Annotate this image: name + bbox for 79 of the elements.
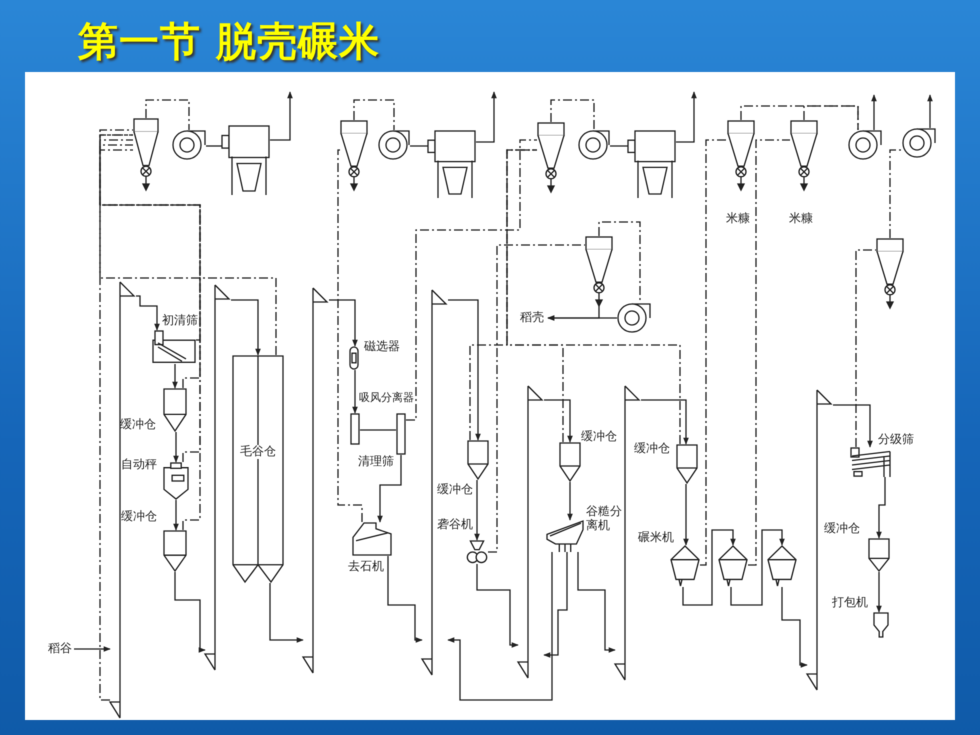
air-duct-line	[99, 139, 201, 388]
connector-line	[610, 145, 628, 147]
air-duct-line	[99, 134, 277, 355]
equipment-label: 分级筛	[878, 433, 914, 447]
air-duct-line	[99, 129, 133, 701]
air-duct-line	[337, 149, 363, 522]
air-duct-line	[353, 99, 395, 130]
flow-arrow	[270, 91, 293, 141]
flow-arrow	[871, 94, 877, 130]
air-duct-line	[406, 139, 537, 421]
flow-arrow	[781, 587, 808, 668]
equipment-label: 吸风分离器	[359, 392, 414, 405]
equipment-label: 清理筛	[358, 455, 394, 469]
equipment-label: 缓冲仓	[437, 483, 473, 497]
flow-arrow	[231, 299, 261, 356]
flow-arrow	[173, 500, 179, 531]
flow-arrow	[577, 552, 616, 653]
flow-arrow	[547, 306, 600, 321]
equipment-label: 缓冲仓	[634, 442, 670, 456]
equipment-label: 米糠	[789, 212, 813, 226]
flow-arrow	[172, 364, 178, 389]
equipment-label: 碾米机	[638, 531, 674, 545]
equipment-label: 缓冲仓	[824, 522, 860, 536]
flow-arrow	[174, 572, 206, 653]
flow-arrow	[476, 91, 497, 143]
slide-title: 第一节 脱壳碾米	[78, 18, 380, 67]
equipment-label: 毛谷仓	[240, 445, 276, 459]
equipment-label: 缓冲仓	[121, 510, 157, 524]
flow-arrow	[683, 484, 689, 546]
air-duct-line	[855, 249, 876, 447]
flow-arrow	[377, 455, 402, 523]
equipment-label: 打包机	[832, 596, 868, 610]
flow-arrow	[543, 552, 568, 658]
air-duct-line	[99, 134, 201, 341]
flow-arrow	[329, 299, 358, 347]
air-duct-line	[99, 144, 201, 462]
connector-line	[206, 145, 222, 147]
air-duct-line	[803, 105, 859, 130]
equipment-label: 缓冲仓	[120, 418, 156, 432]
flow-arrow	[476, 564, 519, 648]
flow-arrow	[676, 91, 697, 143]
air-duct-line	[748, 139, 790, 566]
flow-arrow	[74, 646, 111, 652]
flow-arrow	[544, 399, 573, 443]
connector-line	[360, 429, 396, 431]
equipment-label: 稻谷	[48, 642, 72, 656]
flow-arrow	[682, 529, 736, 606]
flow-arrow	[876, 572, 882, 613]
flow-arrow	[448, 299, 481, 441]
flow-arrow	[567, 482, 573, 521]
equipment-label: 初清筛	[162, 314, 198, 328]
flow-arrow	[641, 399, 689, 445]
equipment-label: 米糠	[726, 212, 750, 226]
flow-arrow	[474, 480, 480, 541]
equipment-label: 磁选器	[364, 340, 400, 354]
equipment-label: 砻谷机	[437, 518, 473, 532]
flow-arrow	[447, 552, 553, 701]
connector-line	[410, 145, 428, 147]
air-duct-line	[488, 244, 585, 553]
air-duct-line	[598, 221, 641, 303]
equipment-label: 自动秤	[121, 458, 157, 472]
flow-arrow	[136, 295, 160, 331]
flow-arrow	[833, 404, 873, 448]
air-duct-line	[889, 149, 902, 238]
air-duct-line	[145, 99, 190, 130]
equipment-label: 稻壳	[520, 311, 544, 325]
flow-arrow	[876, 477, 886, 539]
air-duct-line	[700, 139, 727, 566]
flow-arrow	[927, 94, 933, 128]
equipment-label: 去石机	[348, 560, 384, 574]
flow-arrow	[173, 432, 179, 463]
air-duct-line	[99, 149, 201, 530]
flow-arrow	[352, 370, 358, 414]
flow-arrow	[269, 583, 304, 643]
air-duct-line	[506, 149, 681, 444]
flow-arrow	[387, 556, 423, 643]
air-duct-line	[550, 99, 595, 130]
flow-arrow	[730, 529, 785, 606]
equipment-label: 缓冲仓	[581, 430, 617, 444]
